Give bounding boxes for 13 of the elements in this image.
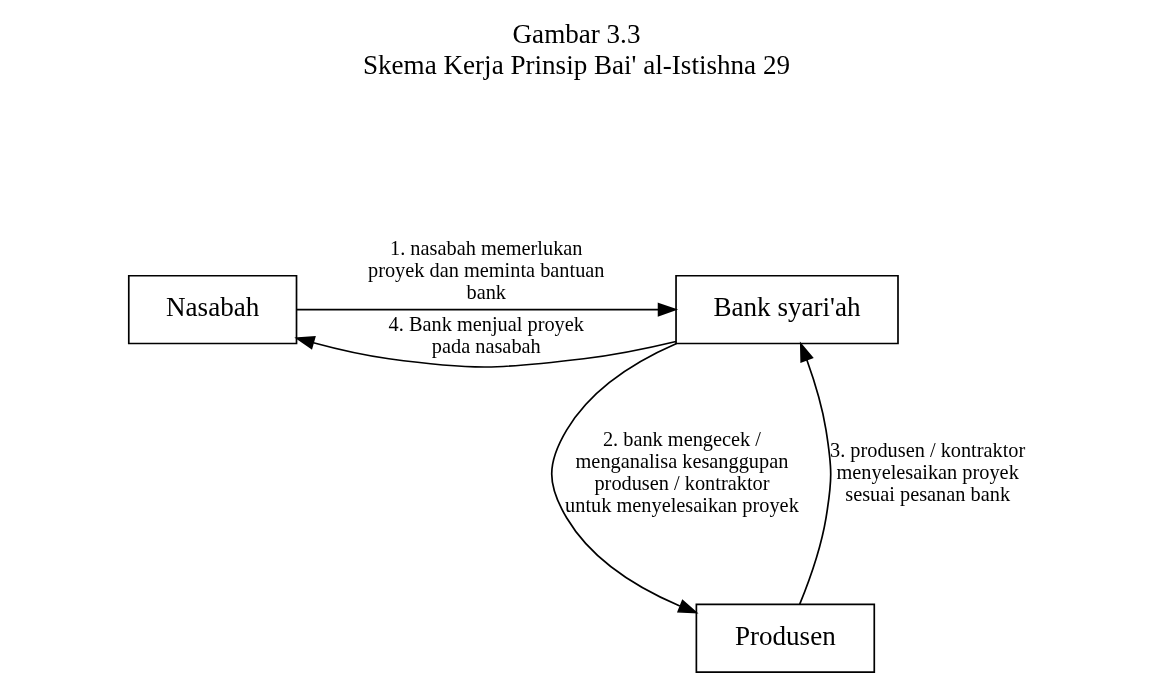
edge-label: 3. produsen / kontraktor menyelesaikan proyek sesuai pesanan bank [829,439,1025,506]
arrow [550,342,698,614]
edge-label: 2. bank mengecek / menganalisa kesanggupan produsen / kontraktor untuk menyelesaikan proyek [564,428,799,517]
arrow [295,302,678,317]
arrow [798,341,832,605]
arrow [293,336,677,368]
edge-label: 4. Bank menjual proyek pada nasabah [388,312,584,357]
node-box: Produsen [695,603,875,674]
diagram-title: Gambar 3.3 [512,19,640,50]
caption: Skema Kerja Prinsip Bai' al-Istishna 29 [362,49,790,80]
edge-label: 1. nasabah memerlukan proyek dan meminta bantuan bank [367,236,605,303]
node-box: Bank syari'ah [674,274,899,345]
node-box: Nasabah [127,274,297,345]
